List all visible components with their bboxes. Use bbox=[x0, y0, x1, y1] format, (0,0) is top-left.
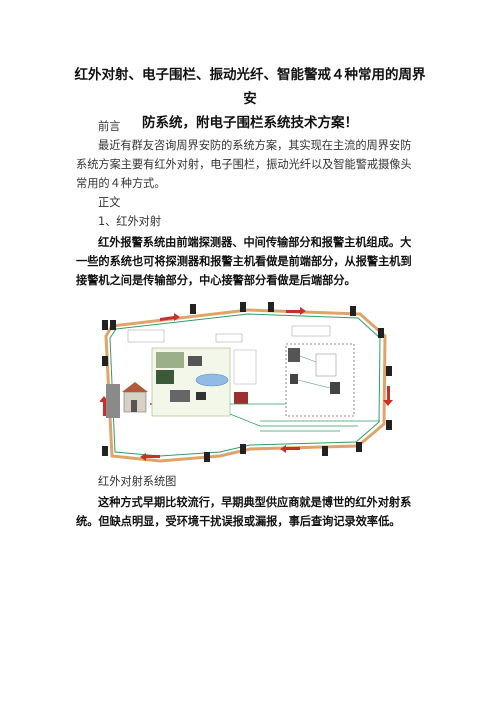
preface-line-3: 常用的４种方式。 bbox=[76, 177, 166, 190]
body-heading: 正文 bbox=[98, 196, 121, 209]
wiring bbox=[229, 403, 380, 432]
arrow-icon bbox=[383, 386, 393, 406]
annotation-boxes bbox=[127, 325, 331, 343]
document-title: 红外对射、电子围栏、振动光纤、智能警戒４种常用的周界安 防系统，附电子围栏系统技… bbox=[70, 63, 430, 135]
title-line-2: 防系统，附电子围栏系统技术方案！ bbox=[142, 115, 358, 131]
section-1-line-3: 接警机之间是传输部分，中心接警部分看做是后端部分。 bbox=[76, 274, 356, 287]
sensor-icon bbox=[110, 320, 116, 330]
sensor-icon bbox=[378, 328, 384, 338]
title-line-1: 红外对射、电子围栏、振动光纤、智能警戒４种常用的周界安 bbox=[74, 67, 426, 107]
preface-heading: 前言 bbox=[98, 120, 121, 133]
preface-line-1: 最近有群友咨询周界安防的系统方案，其实现在主流的周界安防 bbox=[98, 139, 412, 152]
section-1-line-1: 红外报警系统由前端探测器、中间传输部分和报警主机组成。大 bbox=[98, 236, 412, 249]
sensor-icon bbox=[102, 320, 108, 330]
sensor-icon bbox=[350, 306, 356, 316]
sensor-icon bbox=[386, 366, 392, 376]
preface-line-2: 系统方案主要有红外对射，电子围栏，振动光纤以及智能警戒摄像头 bbox=[76, 158, 412, 171]
monitoring-center bbox=[151, 347, 257, 417]
arrow-icon bbox=[140, 453, 160, 461]
sensor-icon bbox=[240, 302, 246, 312]
section-1-paragraph-2: 这种方式早期比较流行，早期典型供应商就是博世的红外对射系 统。但缺点明显，受环境… bbox=[76, 493, 426, 531]
arrow-icon bbox=[280, 445, 300, 453]
sensor-icon bbox=[322, 446, 328, 456]
infrared-system-diagram bbox=[99, 296, 400, 468]
sensor-icon bbox=[356, 442, 362, 452]
arrow-icon bbox=[286, 307, 306, 315]
sensor-icon bbox=[102, 446, 108, 456]
diagram-svg bbox=[99, 302, 393, 463]
section-1-heading: 1、红外对射 bbox=[98, 215, 162, 228]
direction-arrows bbox=[99, 307, 393, 461]
indoor-panel bbox=[285, 343, 355, 417]
fence-inner-line bbox=[109, 313, 381, 457]
sensor-icon bbox=[190, 304, 196, 314]
sensor-icon bbox=[386, 420, 392, 430]
arrow-icon bbox=[160, 313, 180, 321]
figure-caption: 红外对射系统图 bbox=[98, 475, 177, 488]
sensor-icon bbox=[268, 302, 274, 312]
sensor-icon bbox=[102, 356, 108, 366]
section-1-p2-line-2: 统。但缺点明显，受环境干扰误报或漏报，事后查询记录效率低。 bbox=[76, 515, 401, 528]
fence-perimeter bbox=[104, 308, 387, 463]
sensor-icon bbox=[240, 444, 246, 454]
sensor-icon bbox=[204, 452, 210, 462]
infrared-sensors bbox=[102, 302, 392, 462]
section-1-p2-line-1: 这种方式早期比较流行，早期典型供应商就是博世的红外对射系 bbox=[98, 496, 412, 509]
section-1-paragraph: 红外报警系统由前端探测器、中间传输部分和报警主机组成。大 一些的系统也可将探测器… bbox=[76, 233, 426, 290]
section-1-line-2: 一些的系统也可将探测器和报警主机看做是前端部分，从报警主机到 bbox=[76, 255, 412, 268]
preface-paragraph: 最近有群友咨询周界安防的系统方案，其实现在主流的周界安防 系统方案主要有红外对射… bbox=[76, 136, 426, 193]
